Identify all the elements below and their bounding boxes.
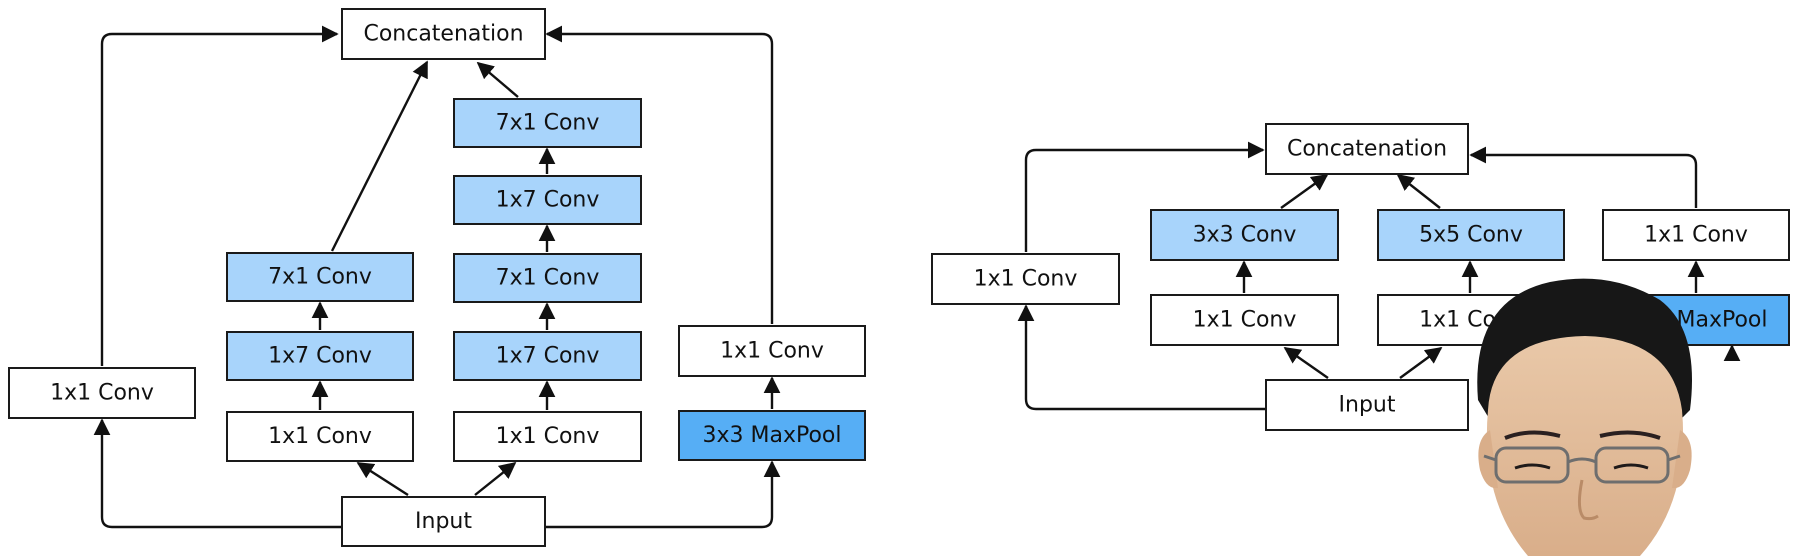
left-b2-conv7x1-label: 7x1 Conv [268,265,372,290]
edge-b4-to-concat [545,25,774,324]
left-b3-conv1x7-label: 1x7 Conv [496,344,600,369]
right-b4-conv1x1-label: 1x1 Conv [1644,223,1748,248]
right-b1-conv1x1-node: 1x1 Conv [931,253,1120,305]
edge-r-input-to-b2 [1283,347,1329,379]
right-concat-node: Concatenation [1265,123,1469,175]
left-b1-conv1x1-node: 1x1 Conv [8,367,196,419]
edge-r-b4-to-concat [1469,146,1698,208]
edge-r-input-to-b1 [1017,304,1266,411]
edge-input-to-b3 [474,461,517,496]
left-b3-conv1x7-top-node: 1x7 Conv [453,175,642,225]
left-inception-block: Concatenation 1x1 Conv 7x1 Conv 1x7 Conv… [8,8,866,547]
edge-b1-to-concat [100,25,339,366]
presenter-face [1486,336,1684,556]
right-concat-label: Concatenation [1287,137,1447,162]
left-b2-conv1x1-node: 1x1 Conv [226,411,414,462]
left-input-label: Input [415,509,472,534]
edge-input-to-b1 [93,418,342,529]
right-b3-conv5x5-node: 5x5 Conv [1377,209,1565,261]
presenter-ear-left [1478,430,1498,489]
presenter-glasses [1483,446,1681,484]
presenter-eyebrow-right [1599,430,1661,440]
presenter-eyebrow-left [1504,430,1561,440]
left-b2-conv7x1-node: 7x1 Conv [226,252,414,302]
right-b4-conv1x1-node: 1x1 Conv [1602,209,1790,261]
right-edges [1017,141,1741,411]
left-b2-conv1x7-node: 1x7 Conv [226,331,414,381]
left-b2-conv1x1-label: 1x1 Conv [268,424,372,449]
left-b2-conv1x7-label: 1x7 Conv [268,344,372,369]
right-input-node: Input [1265,379,1469,431]
left-input-node: Input [341,496,546,547]
left-concat-label: Concatenation [363,22,523,47]
right-b1-conv1x1-label: 1x1 Conv [974,267,1078,292]
right-b2-conv1x1-node: 1x1 Conv [1150,294,1339,346]
edge-r-b3-to-concat [1396,173,1441,209]
edge-b3-to-concat [476,61,519,98]
left-concat-node: Concatenation [341,8,546,60]
left-b3-conv1x1-label: 1x1 Conv [496,424,600,449]
left-b3-conv7x1-top-node: 7x1 Conv [453,98,642,148]
left-b3-conv7x1-top-label: 7x1 Conv [496,111,600,136]
presenter-eye-left [1514,463,1551,470]
right-b4-maxpool-label: MaxPool [1677,308,1768,333]
edge-input-to-b4 [545,460,781,529]
left-b4-maxpool-label: 3x3 MaxPool [702,423,841,448]
left-b1-conv1x1-label: 1x1 Conv [50,381,154,406]
right-b2-conv3x3-node: 3x3 Conv [1150,209,1339,261]
presenter-nose [1577,479,1599,521]
presenter-eye-right [1613,463,1649,470]
left-b4-conv1x1-node: 1x1 Conv [678,325,866,377]
edge-r-input-to-b3 [1399,347,1443,379]
left-b3-conv1x7-node: 1x7 Conv [453,331,642,381]
right-b2-conv1x1-label: 1x1 Conv [1193,308,1297,333]
edge-r-b1-to-concat [1024,141,1265,252]
left-b3-conv7x1-label: 7x1 Conv [496,266,600,291]
left-b3-conv1x1-node: 1x1 Conv [453,411,642,462]
left-b4-maxpool-node: 3x3 MaxPool [678,410,866,461]
presenter-ear-right [1672,430,1692,489]
presenter-hair [1477,278,1692,420]
presenter-webcam-overlay [1477,278,1692,556]
edge-input-to-b2 [356,461,409,497]
right-b2-conv3x3-label: 3x3 Conv [1193,223,1297,248]
left-b3-conv1x7-top-label: 1x7 Conv [496,188,600,213]
left-b4-conv1x1-label: 1x1 Conv [720,339,824,364]
right-input-label: Input [1339,393,1396,418]
left-b3-conv7x1-node: 7x1 Conv [453,253,642,303]
right-b3-conv5x5-label: 5x5 Conv [1419,223,1523,248]
left-edges [93,25,781,529]
edge-r-b2-to-concat [1280,174,1329,209]
edge-b2-to-concat [330,60,429,252]
